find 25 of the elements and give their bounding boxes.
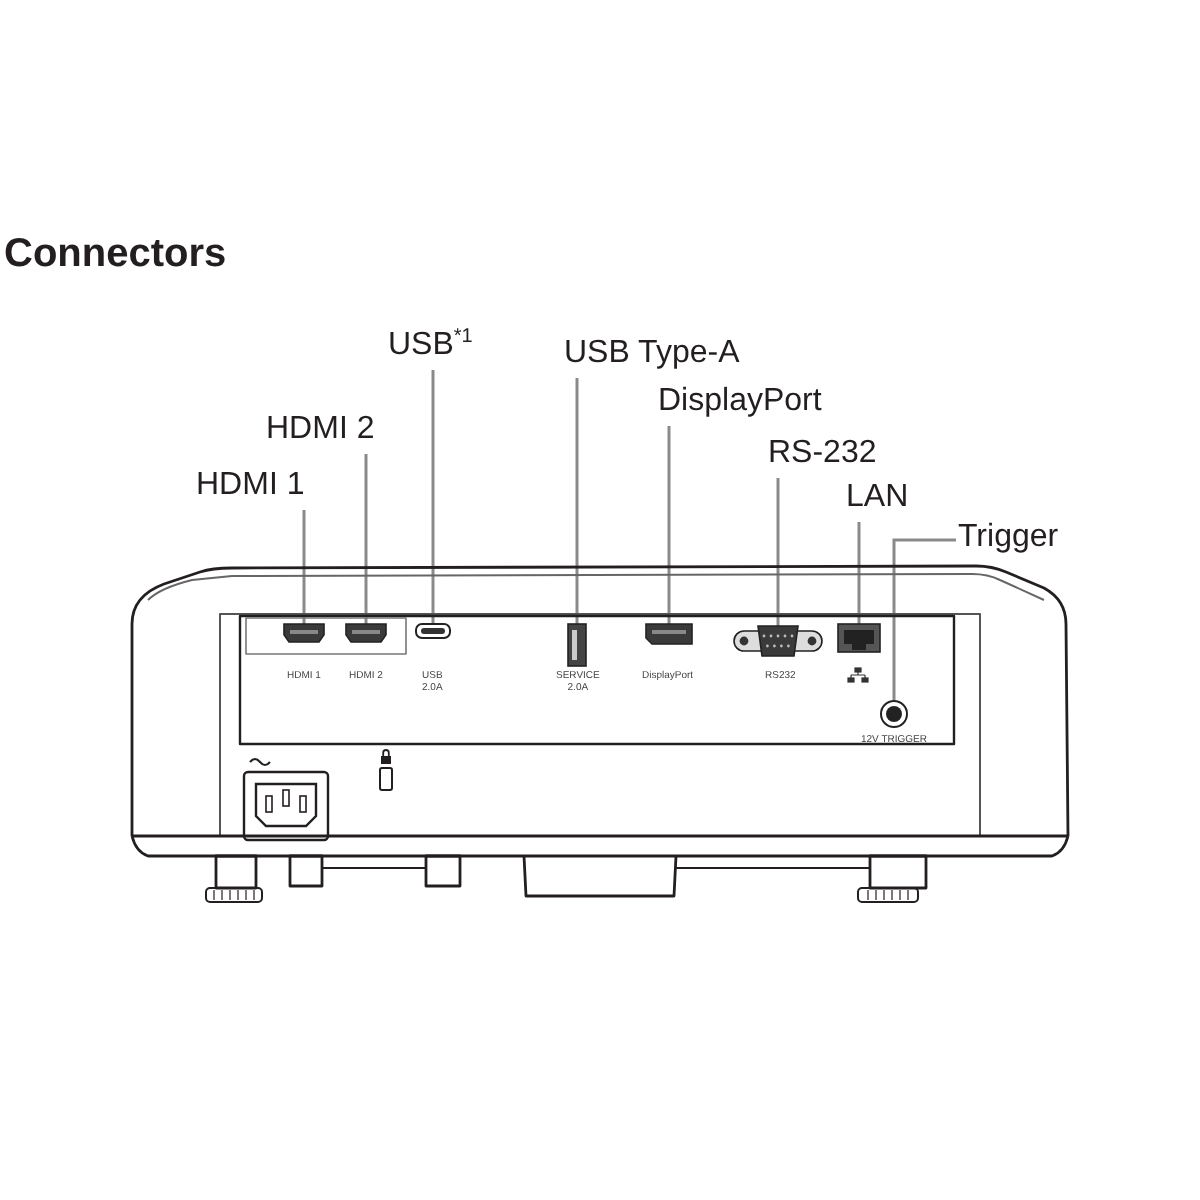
leader-line bbox=[302, 510, 306, 624]
usb-port bbox=[567, 623, 587, 667]
serial-port bbox=[733, 625, 823, 657]
leader-line bbox=[857, 522, 861, 624]
callout-label: HDMI 1 bbox=[196, 468, 305, 504]
callout-label: RS-232 bbox=[768, 436, 877, 472]
leader-line bbox=[364, 454, 368, 624]
leader-line bbox=[667, 426, 671, 624]
jack-socket bbox=[880, 700, 908, 728]
callout-label: DisplayPort bbox=[658, 384, 822, 420]
leader-line bbox=[575, 378, 579, 624]
leader-line bbox=[431, 370, 435, 624]
usb-c-port bbox=[415, 623, 451, 639]
callout-label: LAN bbox=[846, 480, 909, 516]
hdmi-port bbox=[345, 623, 387, 643]
callout-label: USB$^{*1}$ bbox=[388, 328, 473, 364]
leader-line bbox=[892, 538, 956, 700]
ethernet-port bbox=[837, 623, 881, 653]
callout-label: HDMI 2 bbox=[266, 412, 375, 448]
hdmi-port bbox=[283, 623, 325, 643]
heading: Connectors bbox=[4, 230, 227, 278]
callout-label: Trigger bbox=[958, 520, 1059, 556]
callout-label: USB Type-A bbox=[564, 336, 740, 372]
displayport-port bbox=[645, 623, 693, 645]
leader-line bbox=[776, 478, 780, 626]
